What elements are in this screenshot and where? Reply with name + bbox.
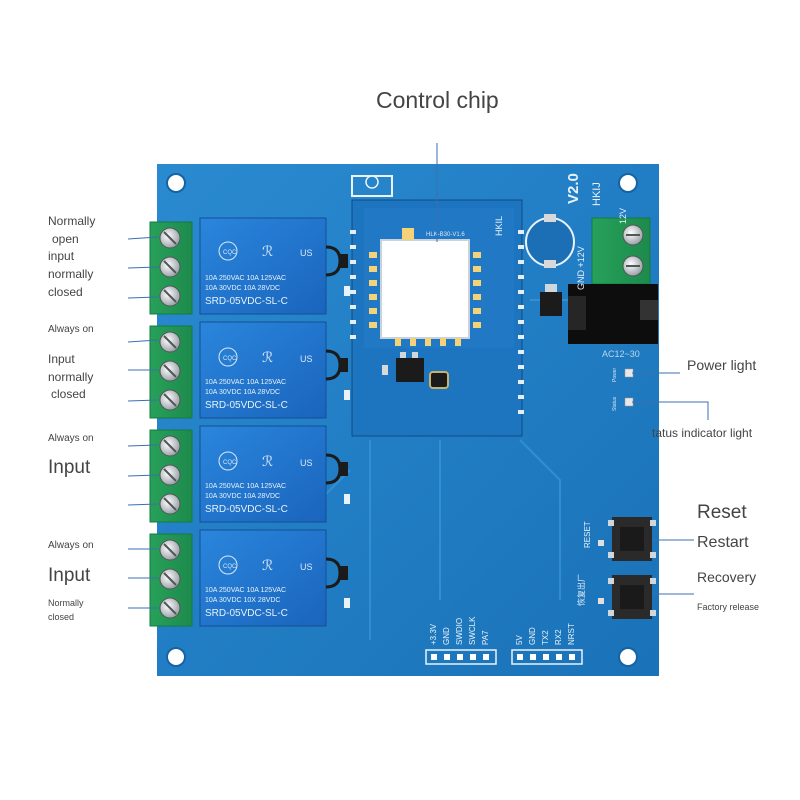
relay-rating-4: 10A 250VAC 10A 125VAC	[205, 587, 286, 594]
recovery-label: Recovery	[697, 569, 757, 585]
relay-body-2	[199, 321, 327, 419]
control-chip	[380, 239, 470, 339]
status-indicator-label: tatus indicator light	[652, 426, 753, 440]
relay-model-4: SRD-05VDC-SL-C	[205, 608, 288, 619]
svg-text:HLK-B30-V1.6: HLK-B30-V1.6	[426, 232, 465, 238]
regulator-chip	[396, 358, 424, 382]
control-chip-label: Control chip	[376, 87, 499, 113]
power-light-label: Power light	[687, 357, 757, 373]
capacitor	[525, 217, 575, 267]
relay4-always-on: Always on	[48, 540, 94, 551]
relay3-always-on: Always on	[48, 433, 94, 444]
relay-2: CQC ℛ US 10A 250VAC 10A 125VAC 10A 30VDC…	[149, 321, 348, 419]
version-label: V2.0	[565, 173, 582, 204]
relay4-input: Input	[48, 565, 91, 586]
svg-text:ℛ: ℛ	[262, 349, 273, 365]
relay-3: CQC ℛ US 10A 250VAC 10A 125VAC 10A 30VDC…	[149, 425, 348, 523]
relay-rating-1: 10A 30VDC 10A 28VDC	[205, 285, 280, 292]
svg-text:ℛ: ℛ	[262, 243, 273, 259]
relay1-label: closed	[48, 285, 83, 299]
svg-text:CQC: CQC	[223, 460, 237, 466]
relay4-label: Normally	[48, 598, 84, 608]
svg-text:US: US	[300, 458, 313, 468]
svg-text:CQC: CQC	[223, 356, 237, 362]
right-pin-header	[511, 649, 583, 665]
relay-rating-2: 10A 30VDC 10A 28VDC	[205, 389, 280, 396]
header-pin-label: +3.3V	[429, 623, 438, 645]
power-plug-label: AC12~30	[602, 349, 640, 359]
module-label: HKIL	[494, 216, 504, 236]
header-pin-label: PA7	[481, 630, 490, 645]
relay-rating-4: 10A 30VDC 10X 28VDC	[205, 597, 281, 604]
header-pin-label: SWDIO	[455, 618, 464, 645]
relay-rating-1: 10A 250VAC 10A 125VAC	[205, 275, 286, 282]
header-pin-label: SWCLK	[468, 616, 477, 645]
relay-rating-2: 10A 250VAC 10A 125VAC	[205, 379, 286, 386]
svg-text:US: US	[300, 354, 313, 364]
power-terminal	[591, 217, 651, 285]
header-pin-label: GND	[442, 627, 451, 645]
relay1-label: open	[52, 232, 79, 246]
relay-body-1	[199, 217, 327, 315]
factory-silk: 恢复出厂	[576, 574, 586, 606]
mounting-hole	[618, 173, 638, 193]
header-pin-label: NRST	[567, 623, 576, 645]
power-silk: Power	[612, 367, 618, 382]
relay-rating-3: 10A 250VAC 10A 125VAC	[205, 483, 286, 490]
restart-label: Restart	[697, 534, 749, 551]
header-pin-label: TX2	[541, 630, 550, 645]
svg-text:CQC: CQC	[223, 250, 237, 256]
mounting-hole	[166, 173, 186, 193]
relay-model-2: SRD-05VDC-SL-C	[205, 400, 288, 411]
status-silk: Status	[612, 396, 618, 411]
relay-model-3: SRD-05VDC-SL-C	[205, 504, 288, 515]
svg-text:US: US	[300, 562, 313, 572]
mounting-hole	[618, 647, 638, 667]
brand-label: HKIJ	[591, 182, 603, 206]
power-jack-label: 12V	[618, 208, 628, 224]
header-pin-label: 5V	[515, 635, 524, 645]
reset-silk: RESET	[583, 521, 592, 548]
relay-body-4	[199, 529, 327, 627]
relay1-label: normally	[48, 267, 94, 281]
reset-label: Reset	[697, 502, 747, 523]
mounting-hole	[166, 647, 186, 667]
relay1-label: input	[48, 249, 75, 263]
header-pin-label: RX2	[554, 629, 563, 645]
power-terminal-labels: GND +12V	[576, 246, 586, 290]
svg-text:US: US	[300, 248, 313, 258]
relay-model-1: SRD-05VDC-SL-C	[205, 296, 288, 307]
relay-1: CQC ℛ US 10A 250VAC 10A 125VAC 10A 30VDC…	[149, 217, 348, 315]
factory-release-label: Factory release	[697, 602, 760, 612]
left-pin-header	[425, 649, 497, 665]
relay-4: CQC ℛ US 10A 250VAC 10A 125VAC 10A 30VDC…	[149, 529, 348, 627]
relay2-label: Input	[48, 352, 75, 366]
relay4-label: closed	[48, 612, 75, 622]
relay1-label: Normally	[48, 214, 96, 228]
relay2-label: normally	[48, 370, 94, 384]
relay-rating-3: 10A 30VDC 10A 28VDC	[205, 493, 280, 500]
header-pin-label: GND	[528, 627, 537, 645]
status-led	[624, 397, 634, 407]
svg-text:CQC: CQC	[223, 564, 237, 570]
relay2-label: closed	[51, 387, 86, 401]
relay-body-3	[199, 425, 327, 523]
svg-text:ℛ: ℛ	[262, 557, 273, 573]
power-led	[624, 368, 634, 378]
relay3-input: Input	[48, 457, 91, 478]
svg-text:ℛ: ℛ	[262, 453, 273, 469]
relay2-always-on: Always on	[48, 324, 94, 335]
